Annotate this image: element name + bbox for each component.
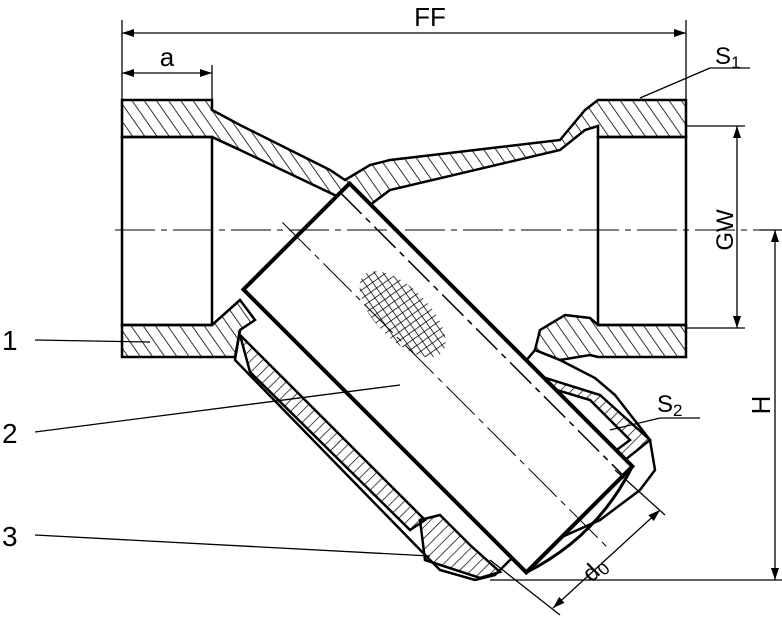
s1-sub: 1 <box>731 53 740 72</box>
s2-main: S <box>657 391 673 418</box>
s1-main: S <box>715 43 731 70</box>
part-1-label: 1 <box>2 325 18 356</box>
labels: FF a S1 GW H S2 d0 1 2 3 <box>2 2 776 587</box>
dimension-a-label: a <box>160 42 175 72</box>
part-3-label: 3 <box>2 521 18 552</box>
dimension-ff-label: FF <box>414 2 446 32</box>
dimension-h-label: H <box>746 396 776 415</box>
mesh-detail <box>359 271 446 358</box>
part-2-label: 2 <box>2 418 18 449</box>
s2-label: S2 <box>657 391 682 420</box>
s2-sub: 2 <box>673 401 682 420</box>
dimensions <box>34 20 782 616</box>
s1-label: S1 <box>715 43 740 72</box>
dimension-gw-label: GW <box>712 209 739 251</box>
